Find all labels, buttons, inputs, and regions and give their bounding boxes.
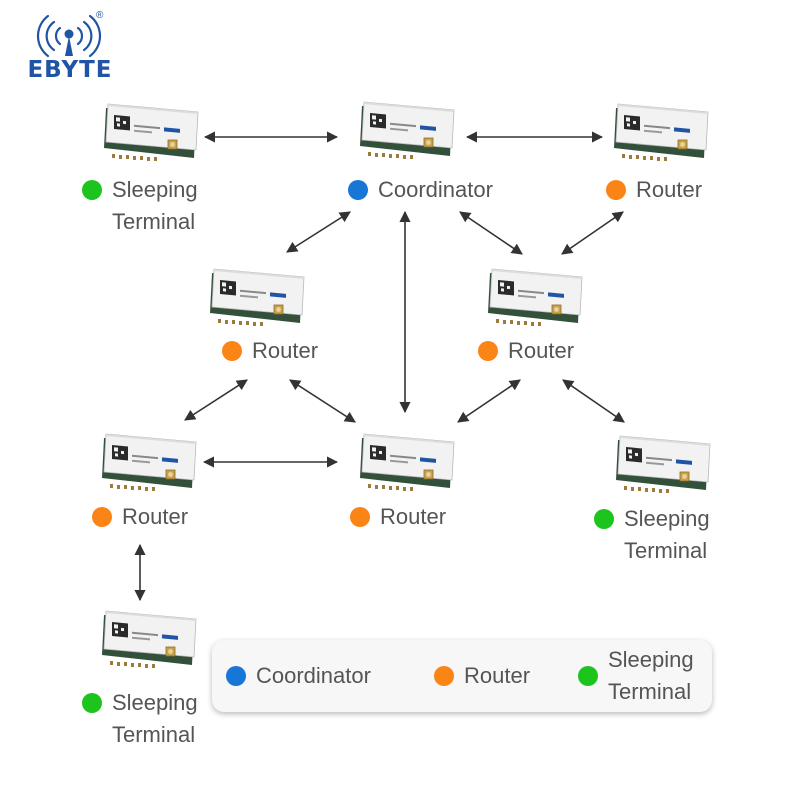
label-line-1: Sleeping [112,690,198,715]
legend-item-router: Router [434,660,530,692]
legend-item-coordinator: Coordinator [226,660,371,692]
brand-name: EBYTE [27,57,113,83]
label-line-1: Router [508,338,575,363]
registered-mark: ® [96,10,104,21]
module-n2 [358,98,458,160]
module-n6 [100,430,200,492]
module-n1 [102,100,202,162]
node-label-n7: Router [350,501,446,533]
zigbee-module-icon [360,433,455,491]
router-dot [606,180,626,200]
sleeping-terminal-dot [82,180,102,200]
ebyte-logo: ® EBYTE [14,10,126,82]
label-line-2: Terminal [112,209,196,234]
router-dot [92,507,112,527]
node-label-n3: Router [606,174,702,206]
module-n3 [612,100,712,162]
node-label-n2: Coordinator [348,174,493,206]
link-n5-n8 [562,379,625,423]
label-line-1: Sleeping [112,177,198,202]
zigbee-module-icon [360,101,455,159]
label-line-1: Router [122,504,189,529]
coordinator-dot [348,180,368,200]
label-line-1: Router [252,338,319,363]
zigbee-module-icon [102,433,197,491]
link-n3-n5 [561,211,624,255]
legend-label: Router [464,663,531,688]
label-line-1: Sleeping [624,506,710,531]
legend-label-line-2: Terminal [608,679,692,704]
coordinator-dot [226,666,246,686]
link-n5-n7 [457,379,521,423]
legend-label: Coordinator [256,663,371,688]
wireless-signal-icon [36,14,102,58]
zigbee-module-icon [102,610,197,668]
zigbee-module-icon [104,103,199,161]
node-label-n6: Router [92,501,188,533]
zigbee-module-icon [210,268,305,326]
link-n4-n7 [289,379,356,423]
sleeping-terminal-dot [578,666,598,686]
node-label-n5: Router [478,335,574,367]
link-n2-n5 [459,211,523,255]
module-n8 [614,432,714,494]
zigbee-module-icon [488,268,583,326]
module-n4 [208,265,308,327]
router-dot [478,341,498,361]
link-n4-n6 [184,379,248,421]
link-n2-n4 [286,211,351,253]
module-n9 [100,607,200,669]
label-line-1: Router [636,177,703,202]
node-label-n4: Router [222,335,318,367]
label-line-2: Terminal [624,538,708,563]
router-dot [350,507,370,527]
zigbee-module-icon [614,103,709,161]
router-dot [222,341,242,361]
sleeping-terminal-dot [594,509,614,529]
zigbee-module-icon [616,435,711,493]
label-line-1: Coordinator [378,177,493,202]
module-n7 [358,430,458,492]
module-n5 [486,265,586,327]
label-line-1: Router [380,504,447,529]
sleeping-terminal-dot [82,693,102,713]
legend-label-line-1: Sleeping [608,647,694,672]
label-line-2: Terminal [112,722,196,747]
router-dot [434,666,454,686]
